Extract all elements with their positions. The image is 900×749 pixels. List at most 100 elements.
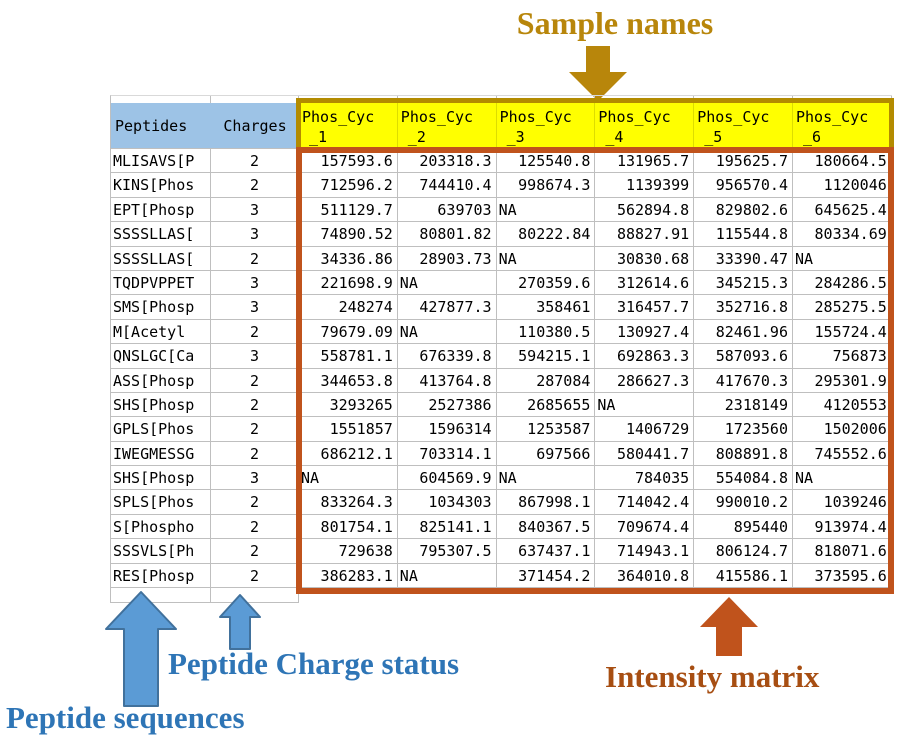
intensity-cell: 131965.7 xyxy=(595,149,695,174)
charge-cell: 2 xyxy=(211,149,299,174)
intensity-cell: NA xyxy=(792,246,892,271)
intensity-cell: 714943.1 xyxy=(595,539,695,564)
empty-cell xyxy=(793,96,892,103)
charge-cell: 2 xyxy=(211,514,299,540)
intensity-cell: 784035 xyxy=(595,466,695,491)
charge-cell: 2 xyxy=(211,441,299,467)
intensity-cell: 795307.5 xyxy=(397,539,497,564)
intensity-cell: NA xyxy=(595,392,695,418)
intensity-cell: 692863.3 xyxy=(595,344,695,369)
intensity-cell: 714042.4 xyxy=(595,490,695,515)
down-arrow-icon xyxy=(569,46,627,101)
empty-cell xyxy=(211,96,299,103)
intensity-cell: 413764.8 xyxy=(397,368,497,393)
intensity-cell: 110380.5 xyxy=(496,319,596,345)
intensity-cell: 80801.82 xyxy=(397,222,497,247)
intensity-cell: 913974.4 xyxy=(792,514,892,540)
charge-cell: 2 xyxy=(211,563,299,589)
intensity-cell: NA xyxy=(397,270,497,296)
empty-cell xyxy=(595,96,695,103)
intensity-cell: 344653.8 xyxy=(299,368,398,393)
charge-cell: 2 xyxy=(211,392,299,418)
peptide-cell: EPT[Phosp xyxy=(111,197,211,223)
empty-cell xyxy=(111,96,211,103)
intensity-cell: 1139399 xyxy=(595,173,695,198)
charges-column-header: Charges xyxy=(211,103,299,149)
intensity-cell: 30830.68 xyxy=(595,246,695,271)
intensity-cell: 594215.1 xyxy=(496,344,596,369)
intensity-cell: 1723560 xyxy=(694,417,793,442)
sample-header-cell: Phos_Cyc_5 xyxy=(694,103,793,149)
empty-cell xyxy=(211,588,299,604)
intensity-cell: 386283.1 xyxy=(299,563,398,589)
peptide-cell: SSSSLLAS[ xyxy=(111,246,211,271)
peptide-charge-status-label: Peptide Charge status xyxy=(168,646,460,681)
sample-header-cell: Phos_Cyc_1 xyxy=(299,103,398,149)
intensity-cell: 2685655 xyxy=(496,392,596,418)
intensity-cell: 270359.6 xyxy=(496,270,596,296)
intensity-cell: 358461 xyxy=(496,295,596,320)
intensity-cell: 1502006 xyxy=(792,417,892,442)
intensity-cell: 818071.6 xyxy=(792,539,892,564)
intensity-cell: 639703 xyxy=(397,197,497,223)
intensity-cell: 825141.1 xyxy=(397,514,497,540)
charge-status-up-arrow-icon xyxy=(219,594,261,650)
intensity-cell: 580441.7 xyxy=(595,441,695,467)
peptide-cell: GPLS[Phos xyxy=(111,417,211,442)
intensity-cell: 3293265 xyxy=(299,392,398,418)
intensity-cell: NA xyxy=(496,466,596,491)
intensity-cell: 287084 xyxy=(496,368,596,393)
intensity-cell: 990010.2 xyxy=(694,490,793,515)
empty-cell xyxy=(497,96,596,103)
intensity-cell: 203318.3 xyxy=(397,149,497,174)
charge-cell: 3 xyxy=(211,344,299,369)
peptide-cell: QNSLGC[Ca xyxy=(111,344,211,369)
intensity-cell: 180664.5 xyxy=(792,149,892,174)
intensity-cell: 373595.6 xyxy=(792,563,892,589)
intensity-cell: 80222.84 xyxy=(496,222,596,247)
intensity-cell: 155724.4 xyxy=(792,319,892,345)
intensity-cell: 295301.9 xyxy=(792,368,892,393)
intensity-cell: 28903.73 xyxy=(397,246,497,271)
intensity-cell: 115544.8 xyxy=(694,222,793,247)
intensity-cell: 729638 xyxy=(299,539,398,564)
intensity-cell: 745552.6 xyxy=(792,441,892,467)
charge-cell: 3 xyxy=(211,197,299,223)
intensity-cell: 285275.5 xyxy=(792,295,892,320)
charge-cell: 2 xyxy=(211,246,299,271)
intensity-cell: 1551857 xyxy=(299,417,398,442)
intensity-cell: 316457.7 xyxy=(595,295,695,320)
intensity-cell: 604569.9 xyxy=(397,466,497,491)
peptide-cell: SMS[Phosp xyxy=(111,295,211,320)
peptide-cell: MLISAVS[P xyxy=(111,149,211,174)
intensity-cell: 956570.4 xyxy=(694,173,793,198)
sample-header-cell: Phos_Cyc_3 xyxy=(496,103,596,149)
intensity-cell: 157593.6 xyxy=(299,149,398,174)
intensity-cell: 371454.2 xyxy=(496,563,596,589)
sample-header-cell: Phos_Cyc_2 xyxy=(397,103,497,149)
intensity-cell: 4120553 xyxy=(792,392,892,418)
intensity-cell: 587093.6 xyxy=(694,344,793,369)
intensity-cell: 511129.7 xyxy=(299,197,398,223)
intensity-cell: NA xyxy=(397,563,497,589)
intensity-cell: 1120046 xyxy=(792,173,892,198)
intensity-cell: 364010.8 xyxy=(595,563,695,589)
empty-cell xyxy=(398,96,497,103)
charge-cell: 3 xyxy=(211,466,299,491)
partial-row-bottom xyxy=(111,588,892,604)
intensity-cell: 33390.47 xyxy=(694,246,793,271)
peptide-cell: TQDPVPPET xyxy=(111,270,211,296)
intensity-cell: 562894.8 xyxy=(595,197,695,223)
empty-cell xyxy=(694,96,793,103)
